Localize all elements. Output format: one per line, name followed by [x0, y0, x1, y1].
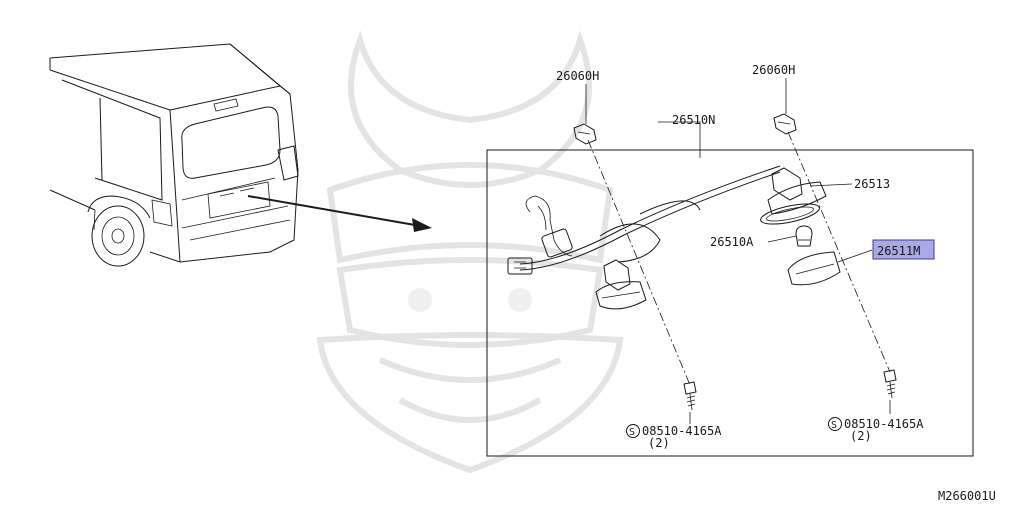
label-screw-left-group: S 08510-4165A (2): [626, 424, 722, 450]
callout-arrow: [247, 195, 432, 232]
label-lamp-highlighted: 26511M: [877, 244, 920, 258]
screw-symbol-left: S: [629, 427, 635, 438]
screw-symbol-right: S: [831, 420, 837, 431]
label-clip-right: 26060H: [752, 63, 795, 77]
label-clip-left: 26060H: [556, 69, 599, 83]
label-screw-right-group: S 08510-4165A (2): [828, 417, 924, 443]
highlighted-part[interactable]: 26511M: [872, 239, 935, 260]
label-screw-left-qty: (2): [648, 436, 670, 450]
socket-right: [767, 167, 827, 215]
wire-harness: [507, 165, 781, 275]
label-screw-right: 08510-4165A: [844, 417, 924, 431]
label-assembly: 26510N: [672, 113, 715, 127]
screw-right: [883, 369, 897, 399]
label-screw-left: 08510-4165A: [642, 424, 722, 438]
lamp-left: [595, 259, 647, 310]
label-screw-right-qty: (2): [850, 429, 872, 443]
van-illustration: [49, 43, 299, 267]
gasket: [760, 203, 820, 225]
lamp-right: [787, 251, 841, 286]
watermark-logo: [316, 30, 624, 474]
clip-left: [573, 123, 597, 145]
bulb: [795, 225, 813, 247]
center-lines: [587, 131, 891, 386]
leader-lines: [585, 78, 891, 424]
screw-left: [683, 381, 697, 411]
diagram-code: M266001U: [938, 489, 996, 503]
detail-frame: [486, 149, 974, 457]
label-bulb: 26510A: [710, 235, 754, 249]
label-gasket: 26513: [854, 177, 890, 191]
clip-right: [773, 113, 797, 135]
